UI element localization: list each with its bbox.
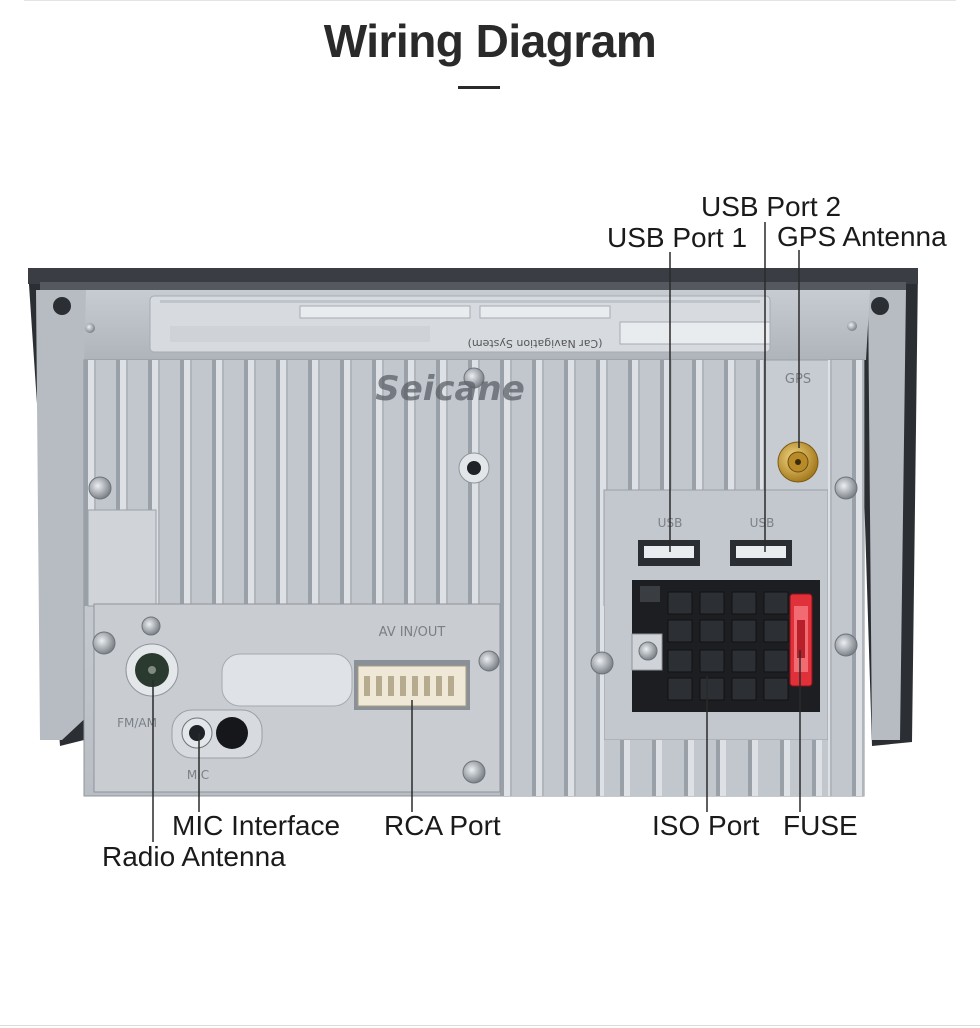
iso-port-label: ISO Port xyxy=(652,810,760,841)
device-frame xyxy=(28,268,918,746)
usb-port-1-label: USB Port 1 xyxy=(607,222,748,253)
usb-port-2-label: USB Port 2 xyxy=(701,191,842,222)
mic-mark: MIC xyxy=(187,768,209,782)
iso-connector xyxy=(631,580,820,712)
gps-connector: GPS xyxy=(777,372,819,483)
fuse-label: FUSE xyxy=(783,810,858,841)
lower-left-plate: AV IN/OUT FM/AM MIC xyxy=(93,603,501,793)
radio-antenna-label: Radio Antenna xyxy=(102,841,286,872)
usb-mark-right: USB xyxy=(750,516,775,530)
brand-logo: Seicane xyxy=(375,369,525,409)
rca-port-label: RCA Port xyxy=(384,810,501,841)
page-title: Wiring Diagram xyxy=(323,15,657,67)
gps-mark: GPS xyxy=(785,372,811,387)
bottom-divider xyxy=(0,1025,980,1026)
top-cover: (Car Navigation System) xyxy=(84,290,870,360)
sticker-text: (Car Navigation System) xyxy=(468,337,603,350)
fm-am-mark: FM/AM xyxy=(117,716,157,730)
usb-ports: USB USB xyxy=(638,516,792,566)
callout-lines xyxy=(152,222,801,842)
mic-interface-label: MIC Interface xyxy=(172,810,341,841)
screws xyxy=(88,476,858,784)
gps-antenna-label: GPS Antenna xyxy=(777,221,947,252)
top-divider xyxy=(24,0,956,1)
av-port-mark: AV IN/OUT xyxy=(379,625,446,640)
title-underline xyxy=(458,86,500,89)
